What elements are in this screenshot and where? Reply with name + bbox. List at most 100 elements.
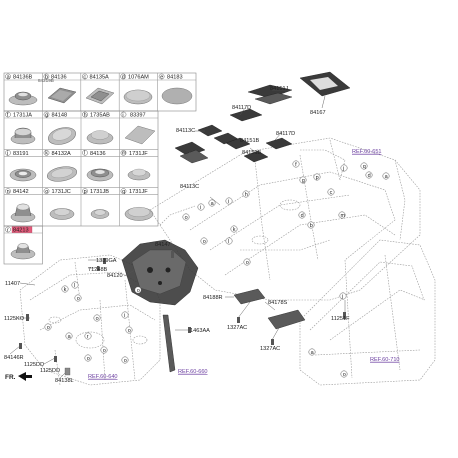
table-cell-c[interactable]: c 84135A	[82, 73, 115, 105]
part-label-71248b[interactable]: 71248B	[88, 267, 108, 273]
table-cell-i[interactable]: i 83397	[120, 111, 156, 145]
callout-circle[interactable]: d	[365, 171, 373, 179]
part-label-1125dd-b[interactable]: 1125DD	[40, 368, 60, 374]
callout-circle[interactable]: d	[298, 211, 306, 219]
ref-link-60-651[interactable]: REF.60-651	[352, 149, 382, 155]
ref-link-60-640[interactable]: REF.60-640	[88, 374, 118, 380]
callout-circle[interactable]: o	[93, 314, 101, 322]
part-label-84138l[interactable]: 84138L	[55, 378, 74, 384]
part-label-84117d-top[interactable]: 84117D	[232, 105, 251, 111]
part-label-84117d-right[interactable]: 84117D	[276, 131, 295, 137]
part-label-1327ac-lower[interactable]: 1327AC	[260, 346, 280, 352]
pad-84113c-lower[interactable]	[174, 141, 209, 164]
callout-circle[interactable]: o	[121, 356, 129, 364]
table-cell-m[interactable]: m 1731JF	[120, 149, 151, 181]
callout-circle[interactable]: l	[71, 281, 79, 289]
svg-text:o: o	[77, 296, 80, 302]
callout-circle[interactable]: i	[121, 311, 129, 319]
callout-circle[interactable]: k	[61, 285, 69, 293]
part-label-84167[interactable]: 84167	[310, 110, 326, 116]
callout-circle[interactable]: a	[382, 172, 390, 180]
table-cell-p[interactable]: p 1731JB	[82, 188, 110, 219]
callout-circle[interactable]: o	[74, 294, 82, 302]
callout-circle[interactable]: h	[242, 190, 250, 198]
callout-circle[interactable]: r	[84, 332, 92, 340]
part-label-11251f[interactable]: 11251F	[331, 316, 350, 322]
callout-circle[interactable]: o	[84, 354, 92, 362]
callout-circle[interactable]: k	[230, 225, 238, 233]
bracket-1463aa[interactable]	[162, 314, 176, 373]
pad-84117d-right[interactable]	[265, 137, 293, 150]
callout-circle[interactable]: c	[327, 188, 335, 196]
callout-circle[interactable]: b	[307, 221, 315, 229]
callout-circle[interactable]: o	[243, 258, 251, 266]
callout-circle[interactable]: m	[338, 211, 346, 219]
part-label-84120[interactable]: 84120	[107, 273, 123, 279]
table-cell-q[interactable]: q 1731JF	[120, 188, 154, 221]
small-round-plug-icon	[90, 209, 110, 219]
part-label-1125dd-a[interactable]: 1125DD	[24, 362, 44, 368]
ref-link-60-660[interactable]: REF.60-660	[178, 369, 208, 375]
table-cell-j[interactable]: j 83191	[5, 149, 37, 182]
part-label-1463aa[interactable]: 1463AA	[190, 328, 210, 334]
oval-flat-plug-icon	[46, 166, 78, 182]
table-cell-l[interactable]: l 84136	[82, 149, 114, 182]
callout-circle[interactable]: i	[225, 197, 233, 205]
part-label-84151b-2[interactable]: 84151B	[242, 150, 262, 156]
callout-circle[interactable]: a	[65, 332, 73, 340]
callout-circle[interactable]: q	[360, 162, 368, 170]
part-label-84188r[interactable]: 84188R	[203, 295, 223, 301]
callout-circle[interactable]: f	[292, 160, 300, 168]
heat-guard-84188r[interactable]	[233, 288, 266, 305]
callout-circle[interactable]: o	[125, 326, 133, 334]
pad-84151j[interactable]	[247, 84, 293, 105]
part-label-84113c-lower[interactable]: 84113C	[180, 184, 199, 190]
table-cell-o[interactable]: o 1731JC	[43, 188, 75, 220]
part-label-1125ko[interactable]: 1125KO	[4, 316, 25, 322]
callout-circle[interactable]: a	[208, 199, 216, 207]
svg-text:i: i	[200, 205, 201, 211]
heat-guard-84178s[interactable]	[267, 309, 306, 330]
pad-84167[interactable]	[299, 71, 351, 97]
part-label-84146r[interactable]: 84146R	[4, 355, 24, 361]
ref-link-60-710[interactable]: REF.60-710	[370, 357, 400, 363]
part-label-84151j[interactable]: 84151J	[270, 86, 289, 92]
part-label-11407[interactable]: 11407	[5, 281, 20, 287]
table-cell-r[interactable]: r 84213	[5, 226, 36, 260]
callout-circle[interactable]: o	[44, 323, 52, 331]
table-cell-k[interactable]: k 84132A	[43, 149, 78, 183]
callout-circle[interactable]: l	[225, 237, 233, 245]
dash-insulator-84120[interactable]	[121, 239, 199, 306]
pad-84117d-top[interactable]	[229, 108, 263, 122]
callout-circle[interactable]: o	[134, 286, 142, 294]
table-cell-e[interactable]: e 84183	[158, 73, 193, 105]
callout-circle[interactable]: i	[197, 203, 205, 211]
part-label-84147[interactable]: 84147	[155, 242, 171, 248]
callout-circle[interactable]: o	[182, 213, 190, 221]
callout-circle[interactable]: a	[308, 348, 316, 356]
callout-circle[interactable]: j	[340, 164, 348, 172]
part-label-84113c-top[interactable]: 84113C	[176, 128, 195, 134]
part-label-1339ga[interactable]: 1339GA	[96, 258, 117, 264]
table-cell-d[interactable]: d 1076AM	[120, 73, 153, 105]
svg-text:84183: 84183	[167, 75, 183, 81]
part-label-1327ac-upper[interactable]: 1327AC	[227, 325, 247, 331]
callout-circle[interactable]: j	[339, 292, 347, 300]
callout-circle[interactable]: o	[200, 237, 208, 245]
table-cell-f[interactable]: f 1731JA	[5, 111, 36, 145]
table-cell-g[interactable]: g 84148	[43, 111, 78, 147]
callout-circle[interactable]: o	[100, 346, 108, 354]
svg-text:1731JA: 1731JA	[13, 113, 32, 119]
part-label-84151b[interactable]: 84151B	[240, 138, 260, 144]
table-cell-b[interactable]: b 84136	[43, 73, 77, 104]
svg-text:p: p	[84, 189, 87, 195]
table-cell-n[interactable]: n 84142	[5, 188, 36, 223]
svg-text:o: o	[128, 328, 131, 334]
callout-circle[interactable]: o	[340, 370, 348, 378]
table-cell-h[interactable]: h 1735AB	[82, 111, 114, 145]
pad-84151b[interactable]	[225, 137, 269, 163]
table-cell-a[interactable]: a 84136B	[5, 73, 38, 106]
part-label-84178s[interactable]: 84178S	[268, 300, 288, 306]
callout-circle[interactable]: p	[313, 173, 321, 181]
callout-circle[interactable]: g	[299, 176, 307, 184]
